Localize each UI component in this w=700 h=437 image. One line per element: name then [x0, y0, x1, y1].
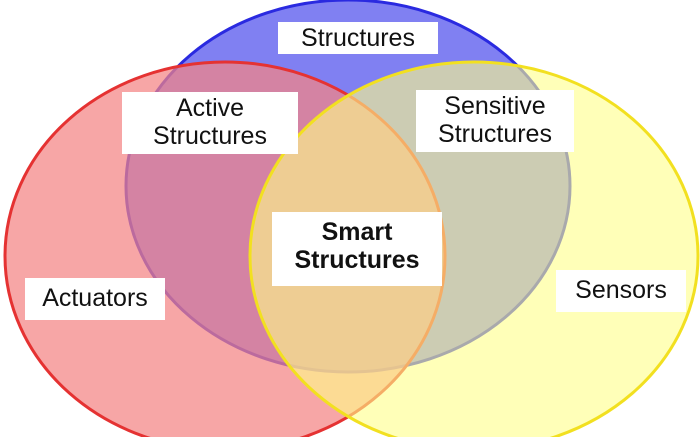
label-active-line1: Active — [175, 94, 245, 122]
sensors-circle — [248, 60, 700, 437]
label-smart-structures: Smart Structures — [272, 212, 442, 286]
label-sensitive-line2: Structures — [438, 120, 552, 148]
label-active-line2: Structures — [153, 122, 267, 150]
label-actuators: Actuators — [25, 278, 165, 320]
label-structures: Structures — [278, 22, 438, 54]
label-sensitive-structures: Sensitive Structures — [416, 90, 574, 152]
label-sensitive-line1: Sensitive — [444, 92, 546, 120]
label-smart-line1: Smart — [321, 218, 393, 246]
label-smart-line2: Structures — [294, 246, 420, 274]
label-sensors: Sensors — [556, 270, 686, 312]
label-active-structures: Active Structures — [122, 92, 298, 154]
